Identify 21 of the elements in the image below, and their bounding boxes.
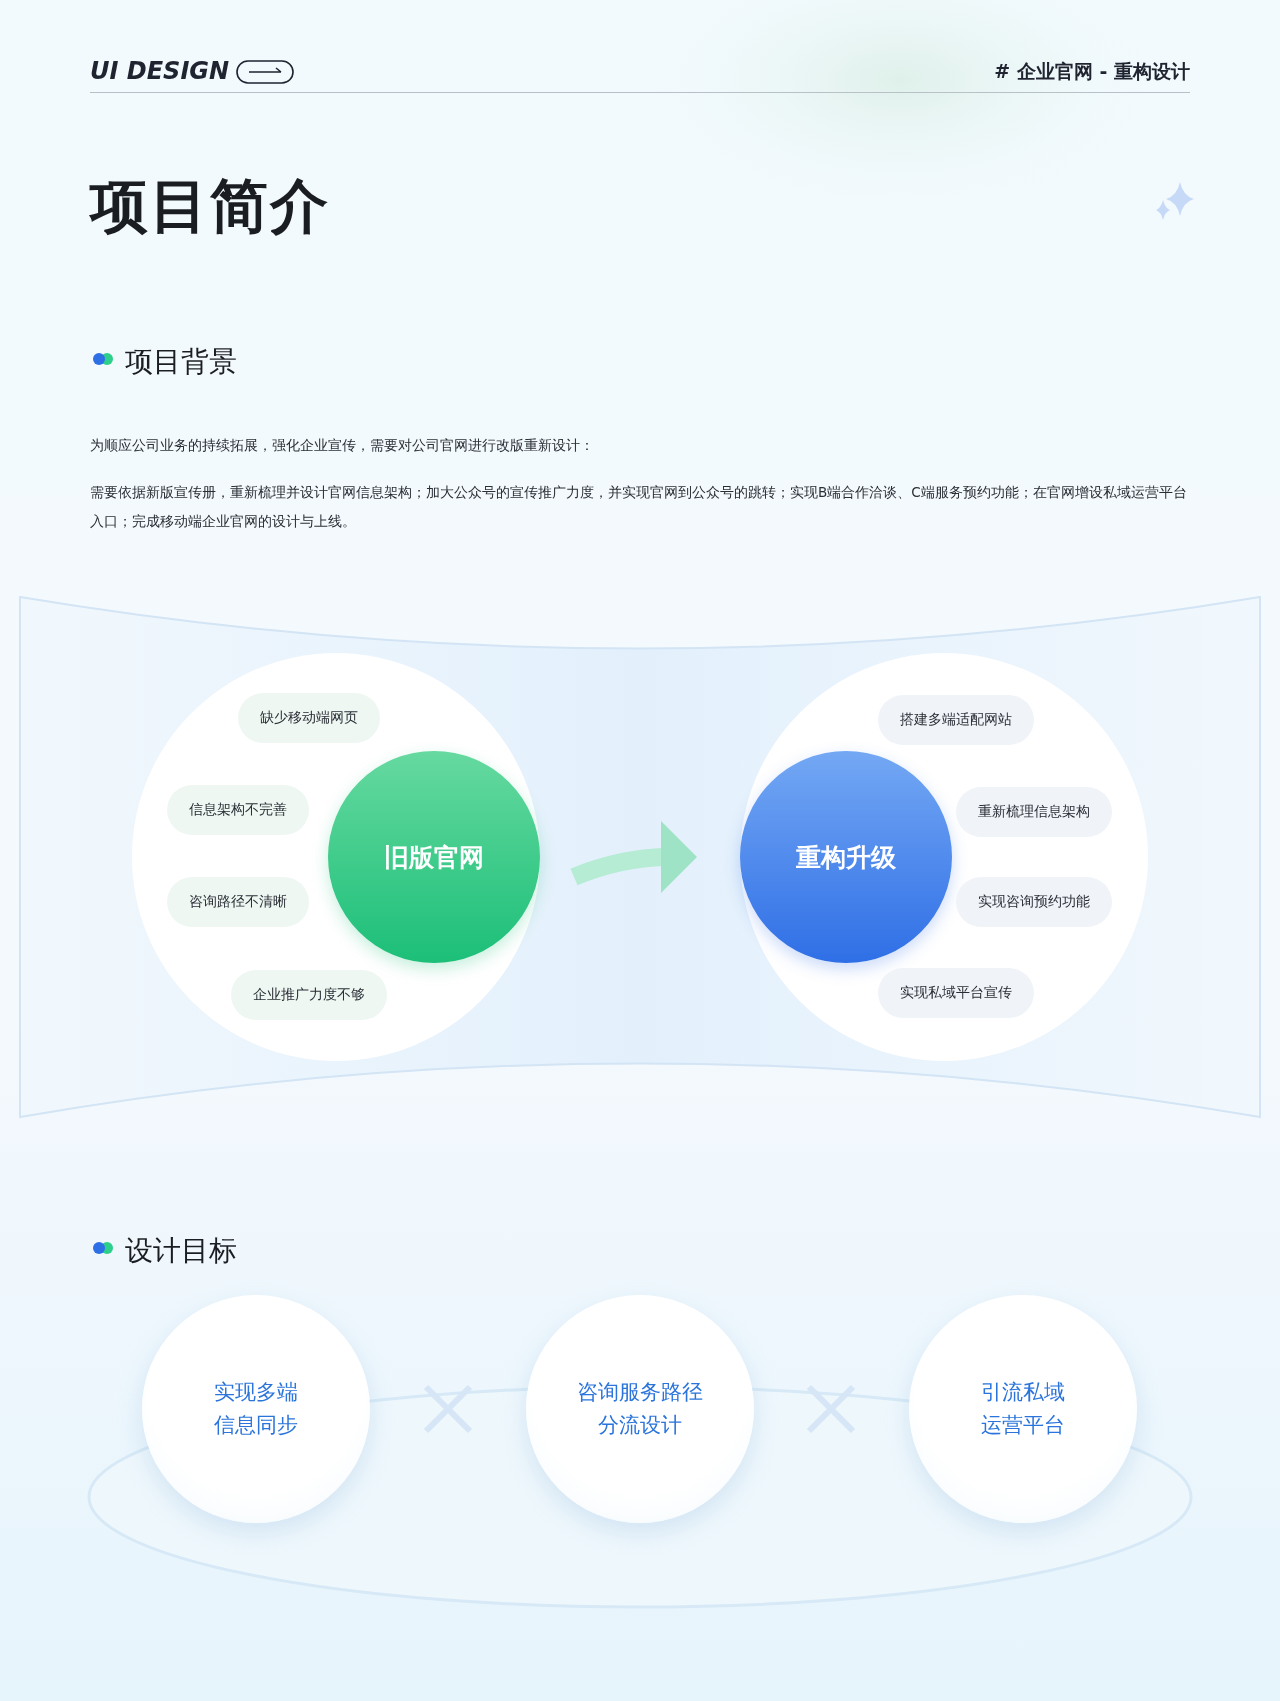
- tag-pill: 企业推广力度不够: [231, 970, 387, 1020]
- body-text: 需要依据新版宣传册，重新梳理并设计官网信息架构；加大公众号的宣传推广力度，并实现官网到公众号的跳转；实现B端合作洽谈、C端服务预约功能；在官网增设私域运营平台入口；完成移动端企业官网的设计与上线。: [90, 483, 1188, 531]
- goal-circle: 实现多端信息同步: [142, 1295, 370, 1523]
- tag-pill: 实现咨询预约功能: [956, 877, 1112, 927]
- header-tag: # 企业官网 - 重构设计: [994, 59, 1190, 85]
- tag-pill: 信息架构不完善: [167, 785, 309, 835]
- tag-pill: 搭建多端适配网站: [878, 695, 1034, 745]
- status-circle: 重构升级: [740, 751, 952, 963]
- intro-text: 为顺应公司业务的持续拓展，强化企业宣传，需要对公司官网进行改版重新设计：: [90, 437, 594, 455]
- page-title: 项目简介: [90, 171, 330, 242]
- tag-pill: 实现私域平台宣传: [878, 968, 1034, 1018]
- goal-circle: 咨询服务路径分流设计: [526, 1295, 754, 1523]
- section-heading: 项目背景: [125, 344, 237, 380]
- tag-pill: 缺少移动端网页: [238, 693, 380, 743]
- tag-pill: 咨询路径不清晰: [167, 877, 309, 927]
- section-heading: 设计目标: [125, 1233, 237, 1269]
- arrow: [570, 821, 697, 894]
- tag-pill: 重新梳理信息架构: [956, 787, 1112, 837]
- status-circle: 旧版官网: [328, 751, 540, 963]
- header-label: UI DESIGN: [90, 57, 230, 85]
- goal-circle: 引流私域运营平台: [909, 1295, 1137, 1523]
